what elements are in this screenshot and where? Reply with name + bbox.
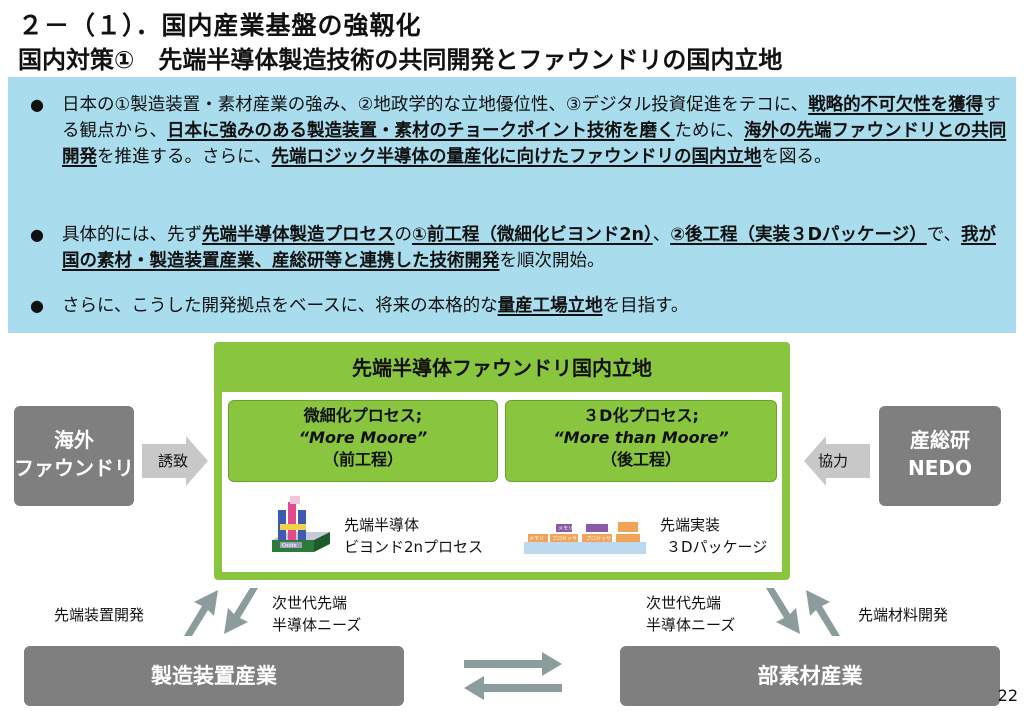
emphasis-span: 量産工場立地	[497, 296, 603, 316]
chip-label-memory: メモリ	[529, 536, 544, 542]
needs-label-left: 次世代先端 半導体ニーズ	[272, 592, 361, 636]
emphasis-span: 我が国の素材・製造装置産業、産総研等と連携した技術開発	[62, 225, 997, 271]
box-label: 産総研	[910, 428, 970, 452]
overseas-foundry-box: 海外 ファウンドリ	[14, 406, 134, 506]
aist-nedo-box: 産総研 NEDO	[879, 406, 1001, 506]
emphasis-span: ②後工程（実装３Dパッケージ）	[670, 225, 927, 245]
page-number: 22	[997, 686, 1018, 705]
down-arrow-icon	[760, 588, 804, 640]
caption-beyond-2n: 先端半導体 ビヨンド2nプロセス	[344, 514, 483, 558]
bullet-1-text: 日本の①製造装置・素材産業の強み、②地政学的な立地優位性、③デジタル投資促進をテ…	[62, 92, 1007, 170]
transistor-illustration: Oxide	[270, 490, 334, 558]
text-span: を図る。	[761, 147, 832, 167]
up-arrow-icon	[178, 588, 222, 640]
needs-line: 半導体ニーズ	[272, 616, 362, 634]
chip-label-memory: メモリ	[558, 526, 573, 532]
summary-box	[8, 77, 1016, 333]
bullet-dot-icon: ●	[30, 296, 44, 315]
needs-line: 半導体ニーズ	[646, 616, 736, 634]
needs-line: 次世代先端	[646, 594, 722, 612]
text-span: で、	[926, 225, 962, 245]
process-box-front-end: 微細化プロセス; “More Moore” （前工程）	[228, 400, 498, 482]
bullet-dot-icon: ●	[30, 95, 44, 114]
text-span: の	[394, 225, 413, 245]
emphasis-span: ①前工程（微細化ビヨンド2n）	[412, 225, 653, 245]
emphasis-span: 先端ロジック半導体の量産化に向けたファウンドリの国内立地	[271, 147, 762, 167]
slide-title: ２－（１）．国内産業基盤の強靱化	[18, 11, 422, 40]
process-stage: （後工程）	[600, 450, 681, 469]
needs-line: 次世代先端	[272, 594, 348, 612]
box-label: 海外	[54, 428, 94, 452]
text-span: 具体的には、先ず	[62, 225, 202, 245]
text-span: を目指す。	[602, 296, 689, 316]
box-label: NEDO	[907, 456, 972, 480]
process-slogan: “More than Moore”	[553, 428, 729, 447]
text-span: する観点から、	[62, 95, 1001, 141]
caption-line: ビヨンド2nプロセス	[344, 538, 484, 556]
text-span: さらに、こうした開発拠点をベースに、将来の本格的な	[62, 296, 498, 316]
chip-label-oxide: Oxide	[282, 543, 297, 549]
process-box-back-end: ３D化プロセス; “More than Moore” （後工程）	[505, 400, 777, 482]
material-dev-label: 先端材料開発	[858, 606, 949, 624]
text-span: ために、	[674, 121, 744, 141]
bullet-2-text: 具体的には、先ず先端半導体製造プロセスの①前工程（微細化ビヨンド2n）、②後工程…	[62, 222, 1007, 274]
emphasis-span: 海外の先端ファウンドリとの共同開発	[62, 121, 1007, 167]
process-label: 微細化プロセス;	[303, 406, 423, 425]
caption-line: 先端実装	[660, 516, 721, 534]
caption-line: 先端半導体	[344, 516, 420, 534]
bullet-1: ● 日本の①製造装置・素材産業の強み、②地政学的な立地優位性、③デジタル投資促進…	[30, 92, 1006, 202]
materials-industry-box: 部素材産業	[620, 646, 1000, 706]
bullet-dot-icon: ●	[30, 225, 44, 244]
equipment-industry-box: 製造装置産業	[24, 646, 404, 706]
text-span: を順次開始。	[499, 251, 605, 271]
foundry-title: 先端半導体ファウンドリ国内立地	[352, 356, 652, 380]
text-span: を推進する。さらに、	[97, 147, 272, 167]
process-slogan: “More Moore”	[298, 428, 428, 447]
bullet-2: ● 具体的には、先ず先端半導体製造プロセスの①前工程（微細化ビヨンド2n）、②後…	[30, 222, 1000, 278]
emphasis-span: 戦略的不可欠性を獲得	[808, 95, 984, 115]
bullet-3: ● さらに、こうした開発拠点をベースに、将来の本格的な量産工場立地を目指す。	[30, 293, 1000, 321]
package-illustration: メモリ プロセッサ メモリ プロセッサ	[520, 512, 650, 558]
invite-label: 誘致	[158, 452, 189, 470]
caption-3d-package: 先端実装 ３Dパッケージ	[660, 514, 767, 558]
bullet-3-text: さらに、こうした開発拠点をベースに、将来の本格的な量産工場立地を目指す。	[62, 293, 1007, 319]
up-arrow-icon	[802, 588, 846, 640]
process-stage: （前工程）	[322, 450, 403, 469]
exchange-arrows-icon	[458, 650, 568, 706]
slide-subtitle: 国内対策① 先端半導体製造技術の共同開発とファウンドリの国内立地	[18, 46, 783, 74]
equip-dev-label: 先端装置開発	[54, 606, 145, 624]
emphasis-span: 日本に強みのある製造装置・素材のチョークポイント技術を磨く	[167, 121, 675, 141]
chip-label-processor: プロセッサ	[552, 536, 577, 542]
caption-line: ３Dパッケージ	[666, 538, 768, 556]
chip-label-processor: プロセッサ	[586, 536, 611, 542]
emphasis-span: 先端半導体製造プロセス	[202, 225, 395, 245]
text-span: 日本の①製造装置・素材産業の強み、②地政学的な立地優位性、③デジタル投資促進をテ…	[62, 95, 809, 115]
down-arrow-icon	[220, 588, 264, 640]
text-span: 、	[652, 225, 671, 245]
invite-arrow-icon	[142, 436, 208, 486]
box-label: ファウンドリ	[14, 456, 134, 480]
process-label: ３D化プロセス;	[583, 406, 699, 425]
cooperate-arrow-icon	[804, 436, 870, 486]
needs-label-right: 次世代先端 半導体ニーズ	[646, 592, 735, 636]
cooperate-label: 協力	[818, 452, 849, 470]
